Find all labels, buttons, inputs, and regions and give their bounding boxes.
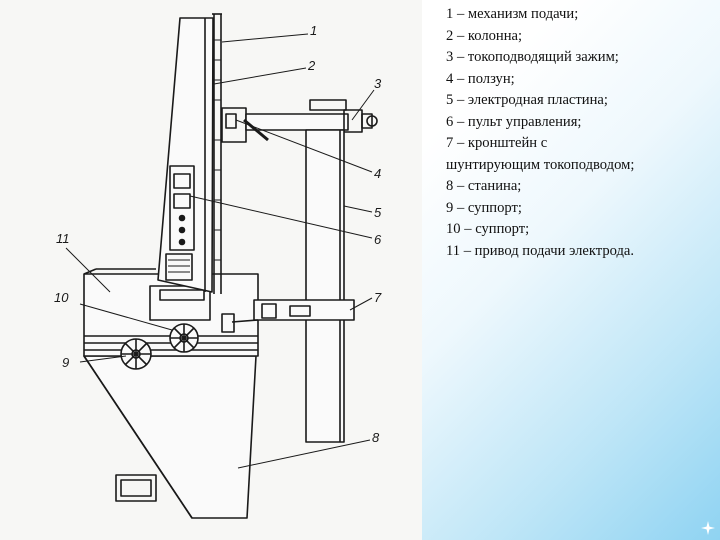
callout-3: 3 [374, 76, 382, 91]
callout-1: 1 [310, 23, 317, 38]
machine-diagram: 1 2 3 4 5 6 7 8 9 10 11 [54, 13, 382, 519]
callout-11: 11 [56, 231, 70, 246]
callout-4: 4 [374, 166, 381, 181]
legend-item: 4 – ползун; [446, 70, 515, 87]
legend-item: 5 – электродная пластина; [446, 92, 608, 108]
callout-6: 6 [374, 232, 382, 247]
legend-item: 2 – колонна; [446, 27, 523, 44]
callout-8: 8 [372, 430, 380, 445]
callout-10: 10 [54, 290, 69, 305]
callout-7: 7 [374, 290, 382, 305]
electrode-plate [305, 99, 347, 443]
leader-lines [65, 33, 375, 469]
handwheel-10 [169, 323, 199, 353]
legend-item: 9 – суппорт; [446, 199, 522, 216]
lower-bracket [221, 299, 355, 333]
legend-item: 6 – пульт управления; [446, 113, 582, 130]
upper-housing [83, 268, 259, 357]
callout-labels: 1 2 3 4 5 6 7 8 9 10 11 [54, 23, 382, 445]
column [157, 13, 222, 294]
legend-item: 3 – токоподводящий зажим; [446, 49, 619, 65]
base-body [83, 355, 257, 519]
legend-item: 11 – привод подачи электрода. [446, 242, 635, 259]
callout-5: 5 [374, 205, 382, 220]
control-panel [165, 165, 195, 281]
legend-item: 10 – суппорт; [446, 221, 530, 237]
legend-item: шунтирующим токоподводом; [446, 156, 635, 173]
callout-9: 9 [62, 355, 69, 370]
legend-item: 7 – кронштейн с [446, 135, 548, 151]
machine-drawing: 1 2 3 4 5 6 7 8 9 10 11 [54, 13, 382, 519]
legend-item: 8 – станина; [446, 178, 522, 194]
handwheel-9 [120, 338, 152, 370]
upper-bracket [221, 107, 378, 143]
callout-2: 2 [307, 58, 316, 73]
legend-list: 1 – механизм подачи; 2 – колонна; 3 – то… [446, 4, 714, 262]
legend-item: 1 – механизм подачи; [446, 6, 579, 22]
sparkle-icon [701, 521, 715, 535]
